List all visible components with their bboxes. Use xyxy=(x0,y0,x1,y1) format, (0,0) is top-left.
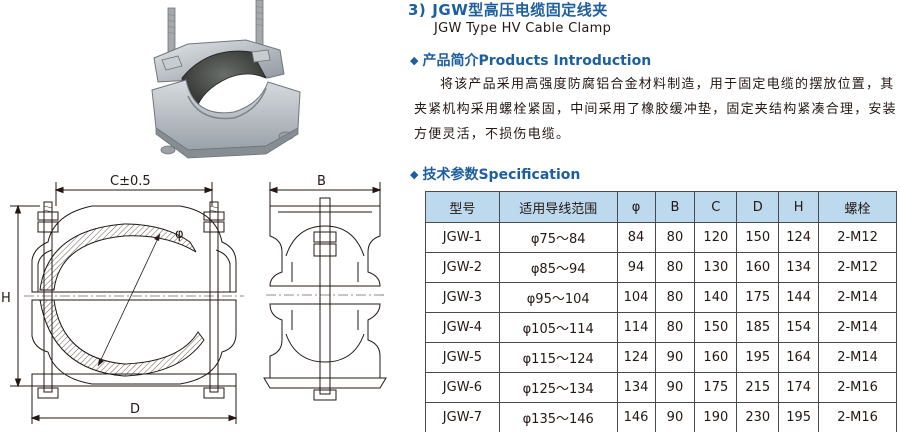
cell-h: 154 xyxy=(778,312,820,343)
cell-cable-range: φ115～124 xyxy=(498,342,618,373)
cell-bolt: 2-M14 xyxy=(818,282,897,313)
cell-b: 90 xyxy=(654,342,696,373)
spec-section-title: ◆技术参数Specification xyxy=(410,165,580,186)
cell-d: 230 xyxy=(736,402,780,432)
dimension-d-label: D xyxy=(130,402,140,417)
cell-d: 185 xyxy=(736,312,780,343)
intro-title-text: 产品简介Products Introduction xyxy=(422,53,652,69)
header-bolt: 螺栓 xyxy=(818,191,897,223)
cell-cable-range: φ85～94 xyxy=(498,252,618,283)
diamond-bullet-icon: ◆ xyxy=(410,168,419,181)
cell-c: 130 xyxy=(694,252,738,283)
cell-model: JGW-4 xyxy=(425,312,500,343)
cell-bolt: 2-M12 xyxy=(818,252,897,283)
cell-c: 190 xyxy=(694,402,738,432)
cell-c: 160 xyxy=(694,342,738,373)
side-view-drawing: B xyxy=(263,174,387,401)
cell-h: 174 xyxy=(778,372,820,403)
dimension-h-label: H xyxy=(1,291,11,306)
cell-b: 80 xyxy=(654,252,696,283)
table-header-row: 型号 适用导线范围 φ B C D H 螺栓 xyxy=(425,191,897,223)
cell-d: 160 xyxy=(736,252,780,283)
cell-cable-range: φ105～114 xyxy=(498,312,618,343)
front-view-drawing: C±0.5 H D φ xyxy=(1,174,244,424)
cell-h: 134 xyxy=(778,252,820,283)
cell-b: 80 xyxy=(654,222,696,253)
dimension-c-label: C±0.5 xyxy=(110,174,151,189)
product-photo xyxy=(151,0,301,159)
cell-bolt: 2-M16 xyxy=(818,372,897,403)
cell-model: JGW-7 xyxy=(425,402,500,432)
dimension-b-label: B xyxy=(317,174,326,189)
cell-phi: 146 xyxy=(616,402,656,432)
cell-h: 195 xyxy=(778,402,820,432)
cell-model: JGW-3 xyxy=(425,282,500,313)
header-b: B xyxy=(654,191,696,223)
cell-h: 164 xyxy=(778,342,820,373)
cell-phi: 134 xyxy=(616,372,656,403)
cell-b: 80 xyxy=(654,312,696,343)
header-d: D xyxy=(736,191,780,223)
cell-model: JGW-1 xyxy=(425,222,500,253)
cell-phi: 84 xyxy=(616,222,656,253)
cell-b: 90 xyxy=(654,402,696,432)
cell-phi: 104 xyxy=(616,282,656,313)
cell-cable-range: φ125～134 xyxy=(498,372,618,403)
cell-b: 80 xyxy=(654,282,696,313)
header-phi: φ xyxy=(616,191,656,223)
header-cable-range: 适用导线范围 xyxy=(498,191,618,223)
heading-title-cn: JGW型高压电缆固定线夹 xyxy=(432,1,608,19)
header-model: 型号 xyxy=(425,191,500,223)
cell-bolt: 2-M12 xyxy=(818,222,897,253)
cell-phi: 114 xyxy=(616,312,656,343)
cell-cable-range: φ75～84 xyxy=(498,222,618,253)
cell-d: 215 xyxy=(736,372,780,403)
cell-h: 144 xyxy=(778,282,820,313)
cell-cable-range: φ95～104 xyxy=(498,282,618,313)
cell-d: 175 xyxy=(736,282,780,313)
heading-number: 3) xyxy=(408,1,427,19)
cell-h: 124 xyxy=(778,222,820,253)
spec-title-text: 技术参数Specification xyxy=(422,167,581,183)
cell-bolt: 2-M14 xyxy=(818,342,897,373)
heading-chinese: 3) JGW型高压电缆固定线夹 xyxy=(408,0,611,20)
cell-c: 140 xyxy=(694,282,738,313)
cell-c: 150 xyxy=(694,312,738,343)
cell-phi: 94 xyxy=(616,252,656,283)
header-c: C xyxy=(694,191,738,223)
intro-paragraph: 将该产品采用高强度防腐铝合金材料制造，用于固定电缆的摆放位置，其夹紧机构采用螺栓… xyxy=(414,77,897,142)
cell-bolt: 2-M16 xyxy=(818,402,897,432)
cell-d: 195 xyxy=(736,342,780,373)
cell-bolt: 2-M14 xyxy=(818,312,897,343)
product-heading: 3) JGW型高压电缆固定线夹 JGW Type HV Cable Clamp xyxy=(408,0,611,38)
dimension-phi-label: φ xyxy=(175,227,184,242)
heading-title-en: JGW Type HV Cable Clamp xyxy=(434,21,612,36)
cell-b: 90 xyxy=(654,372,696,403)
cell-phi: 124 xyxy=(616,342,656,373)
cell-model: JGW-5 xyxy=(425,342,500,373)
cell-c: 120 xyxy=(694,222,738,253)
cell-model: JGW-6 xyxy=(425,372,500,403)
cell-cable-range: φ135～146 xyxy=(498,402,618,432)
cell-d: 150 xyxy=(736,222,780,253)
diamond-bullet-icon: ◆ xyxy=(410,54,419,67)
intro-section-title: ◆产品简介Products Introduction xyxy=(410,51,651,72)
cell-model: JGW-2 xyxy=(425,252,500,283)
cell-c: 175 xyxy=(694,372,738,403)
header-h: H xyxy=(778,191,820,223)
